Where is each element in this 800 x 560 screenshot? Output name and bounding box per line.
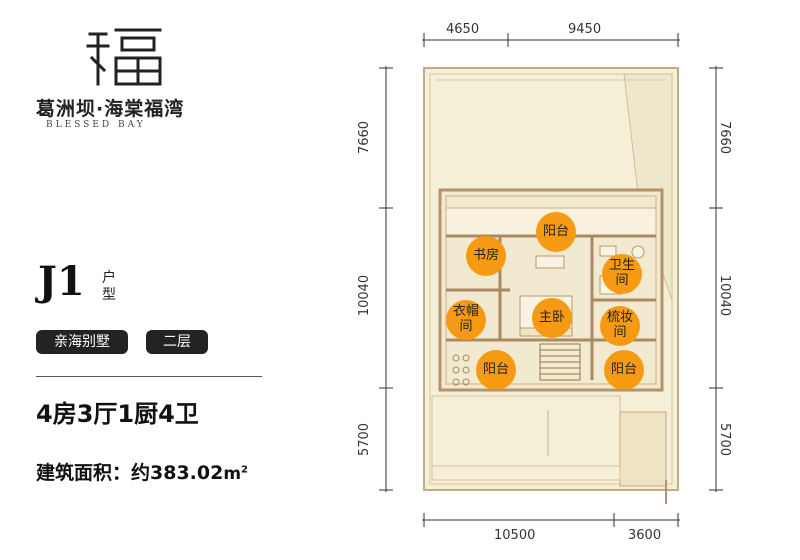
divider — [36, 376, 262, 377]
fu-character-logo-icon — [86, 28, 162, 86]
area-unit: m2 — [223, 464, 249, 484]
brand-name: 葛洲坝·海棠福湾 — [36, 98, 185, 120]
room-label-bathroom: 卫生间 — [602, 254, 642, 294]
room-label-walk-in-closet: 衣帽间 — [446, 300, 486, 340]
room-configuration: 4房3厅1厨4卫 — [36, 400, 199, 428]
dimension-left-top: 7660 — [357, 120, 373, 155]
dimension-top-right: 9450 — [568, 22, 602, 37]
brand-name-english: BLESSED BAY — [46, 120, 146, 130]
room-label-dressing-room: 梳妆间 — [600, 306, 640, 346]
dimension-bottom-right: 3600 — [628, 528, 662, 543]
unit-type-label: 户型 — [102, 270, 116, 303]
dimension-right-top: 7660 — [717, 120, 733, 155]
tag-floor: 二层 — [146, 330, 208, 354]
unit-code: J1 — [38, 258, 85, 305]
room-label-study: 书房 — [466, 236, 506, 276]
dimension-left-bottom: 5700 — [357, 422, 373, 457]
dimension-bottom-left: 10500 — [494, 528, 536, 543]
room-label-balcony-left: 阳台 — [476, 350, 516, 390]
dimension-right-bottom: 5700 — [717, 422, 733, 457]
dimension-right-middle: 10040 — [717, 274, 733, 317]
room-label-balcony-right: 阳台 — [604, 350, 644, 390]
room-label-master-bedroom: 主卧 — [532, 298, 572, 338]
building-area-value: 建筑面积：约383.02 — [36, 462, 224, 484]
building-area: 建筑面积：约383.02m2 — [36, 458, 248, 485]
tag-sea-villa: 亲海别墅 — [36, 330, 128, 354]
dimension-left-middle: 10040 — [357, 274, 373, 317]
room-label-balcony-top: 阳台 — [536, 212, 576, 252]
dimension-top-left: 4650 — [446, 22, 480, 37]
